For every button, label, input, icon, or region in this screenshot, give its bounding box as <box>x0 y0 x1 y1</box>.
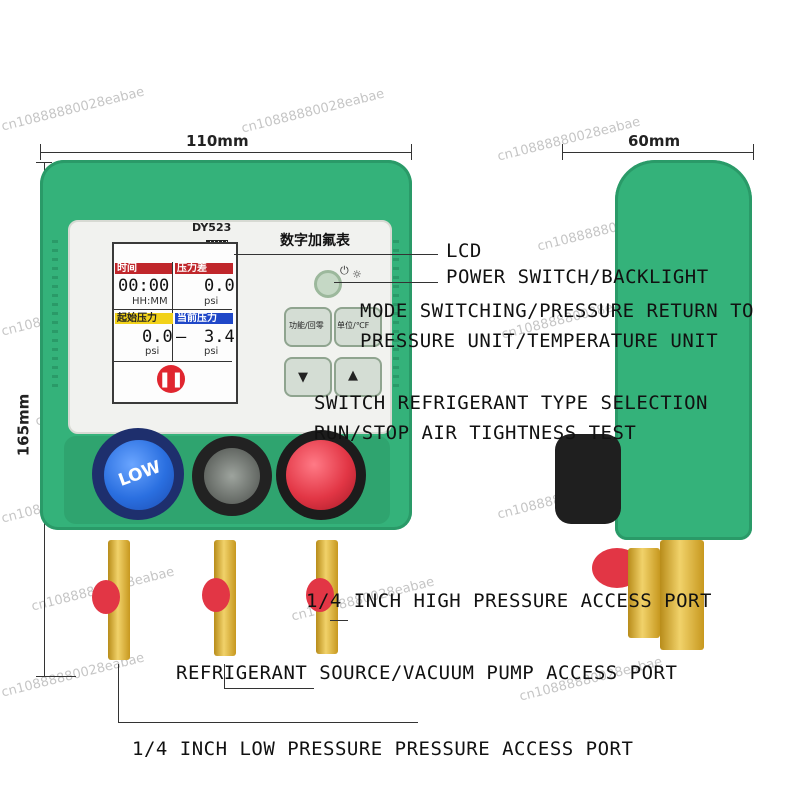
high-port-leader-line <box>330 620 348 621</box>
lcd-pressure-diff-value: 0.0 <box>204 276 235 296</box>
power-icon: ⏻ <box>340 264 349 277</box>
high-pressure-valve-cap[interactable] <box>306 578 334 612</box>
depth-dimension-line <box>562 152 754 153</box>
height-dimension-tick-top <box>36 162 52 163</box>
lcd-start-pressure-header: 起始压力 <box>115 313 173 324</box>
lcd-pressure-diff-header: 压力差 <box>175 263 233 274</box>
refrigerant-down-button[interactable] <box>284 357 332 397</box>
low-port-leader-line <box>118 722 418 723</box>
height-dimension-tick-bottom <box>36 676 76 677</box>
height-label: 165mm <box>14 393 33 457</box>
watermark: cn10888880028eabae <box>0 84 146 135</box>
callout-refrigerant-source-port: REFRIGERANT SOURCE/VACUUM PUMP ACCESS PO… <box>176 662 678 684</box>
callout-low-pressure-port: 1/4 INCH LOW PRESSURE PRESSURE ACCESS PO… <box>132 738 634 760</box>
width-label: 110mm <box>186 132 249 150</box>
lcd-time-value: 00:00 <box>118 276 170 296</box>
lcd-time-unit: HH:MM <box>132 296 168 307</box>
power-leader-line <box>334 282 438 283</box>
refrigerant-up-button[interactable] <box>334 357 382 397</box>
source-port-leader-line <box>224 664 225 688</box>
function-zero-label: 功能/回零 <box>289 321 324 330</box>
high-pressure-knob[interactable] <box>286 440 356 510</box>
low-pressure-knob[interactable] <box>104 440 174 510</box>
lcd-start-pressure-value: 0.0 <box>142 327 173 347</box>
callout-lcd: LCD <box>446 240 482 262</box>
lcd-divider <box>114 309 232 310</box>
lcd-divider <box>172 262 173 362</box>
lcd-leader-line <box>234 254 438 255</box>
gauge-body-side <box>615 160 752 540</box>
lcd-time-header: 时间 <box>115 263 173 274</box>
backlight-icon: ☼ <box>352 268 362 281</box>
callout-refrigerant-type: SWITCH REFRIGERANT TYPE SELECTION <box>314 392 708 414</box>
speaker-grille-left <box>52 240 58 390</box>
depth-label: 60mm <box>628 132 681 150</box>
callout-pressure-unit: PRESSURE UNIT/TEMPERATURE UNIT <box>360 330 719 352</box>
refrigerant-source-valve-cap[interactable] <box>202 578 230 612</box>
model-label: DY523 <box>192 221 232 234</box>
source-port-leader-line <box>224 688 314 689</box>
function-zero-button[interactable] <box>284 307 332 347</box>
callout-power-switch: POWER SWITCH/BACKLIGHT <box>446 266 709 288</box>
lcd-start-pressure-unit: psi <box>145 346 160 357</box>
side-knob <box>555 434 621 524</box>
device-title: 数字加氟表 <box>280 233 350 249</box>
width-dimension-tick-right <box>411 144 412 160</box>
width-dimension-tick-left <box>40 144 41 160</box>
unit-temperature-button[interactable] <box>334 307 382 347</box>
callout-high-pressure-port: 1/4 INCH HIGH PRESSURE ACCESS PORT <box>306 590 712 612</box>
callout-run-stop: RUN/STOP AIR TIGHTNESS TEST <box>314 422 637 444</box>
lcd-current-pressure-header: 当前压力 <box>175 313 233 324</box>
lcd-current-pressure-value: 3.4 <box>204 327 235 347</box>
depth-dimension-tick-left <box>562 144 563 160</box>
callout-mode-switching: MODE SWITCHING/PRESSURE RETURN TO <box>360 300 754 322</box>
lcd-pressure-diff-unit: psi <box>204 296 219 307</box>
lcd-divider <box>114 361 232 362</box>
lcd-current-pressure-value: – <box>176 327 187 347</box>
lcd-current-pressure-unit: psi <box>204 346 219 357</box>
side-port <box>660 540 704 650</box>
pause-icon: ❚❚ <box>157 365 185 393</box>
speaker-grille-right <box>393 240 399 390</box>
unit-temperature-label: 单位/℃F <box>337 321 370 330</box>
watermark: cn10888880028eabae <box>496 114 642 165</box>
low-port-leader-line <box>118 664 119 722</box>
low-pressure-valve-cap[interactable] <box>92 580 120 614</box>
side-port <box>628 548 660 638</box>
watermark: cn10888880028eabae <box>240 86 386 137</box>
depth-dimension-tick-right <box>753 144 754 160</box>
up-arrow-icon: ▲ <box>348 368 358 383</box>
width-dimension-line <box>40 152 412 153</box>
down-arrow-icon: ▼ <box>298 370 308 385</box>
sight-glass-window <box>204 448 260 504</box>
power-backlight-button[interactable] <box>314 270 342 298</box>
